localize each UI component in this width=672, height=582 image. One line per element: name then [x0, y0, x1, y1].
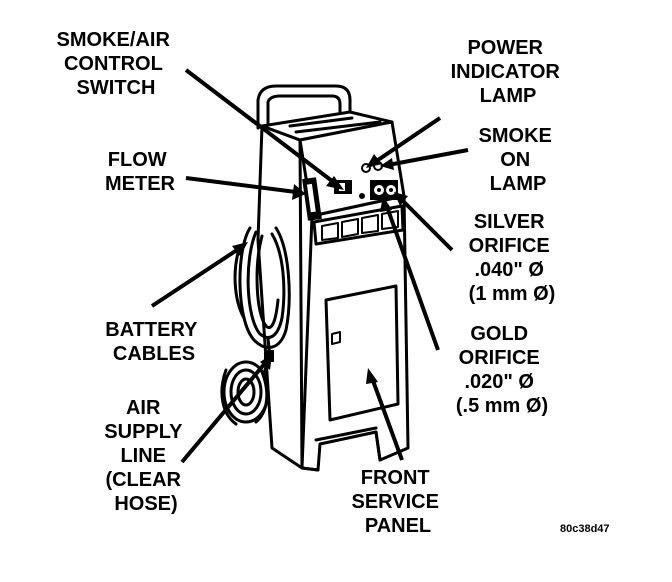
orifice-block	[370, 180, 398, 200]
leader-gold-orifice	[384, 203, 440, 351]
leader-air-supply-line	[180, 360, 268, 464]
leader-smoke-on-lamp	[387, 148, 469, 167]
label-flow-meter: FLOW METER	[105, 149, 176, 195]
service-panel-door	[324, 284, 400, 422]
carry-handle	[256, 84, 352, 130]
leader-smoke-air-switch	[184, 68, 338, 186]
label-battery-cables: BATTERY CABLES	[105, 319, 202, 365]
label-smoke-on-lamp: SMOKE ON LAMP	[479, 125, 558, 195]
label-air-supply-line: AIR SUPPLY LINE (CLEAR HOSE)	[104, 397, 187, 515]
leader-power-lamp	[370, 116, 442, 166]
label-smoke-air-control-switch: SMOKE/AIR CONTROL SWITCH	[57, 29, 176, 99]
leader-battery-cables	[150, 246, 242, 308]
leader-silver-orifice	[398, 196, 454, 252]
label-silver-orifice: SILVER ORIFICE .040" Ø (1 mm Ø)	[469, 211, 556, 305]
leader-lines	[150, 68, 469, 464]
wheel-and-hose	[220, 360, 270, 426]
side-panel	[256, 124, 304, 470]
label-gold-orifice: GOLD ORIFICE .020" Ø (.5 mm Ø)	[456, 323, 548, 417]
label-front-service-panel: FRONT SERVICE PANEL	[351, 467, 444, 537]
leader-front-service-panel	[370, 377, 404, 461]
smoke-machine	[220, 84, 410, 472]
figure-id: 80c38d47	[560, 523, 610, 535]
flow-meter	[302, 177, 322, 221]
leader-flow-meter	[185, 176, 297, 194]
label-power-indicator-lamp: POWER INDICATOR LAMP	[451, 37, 566, 107]
